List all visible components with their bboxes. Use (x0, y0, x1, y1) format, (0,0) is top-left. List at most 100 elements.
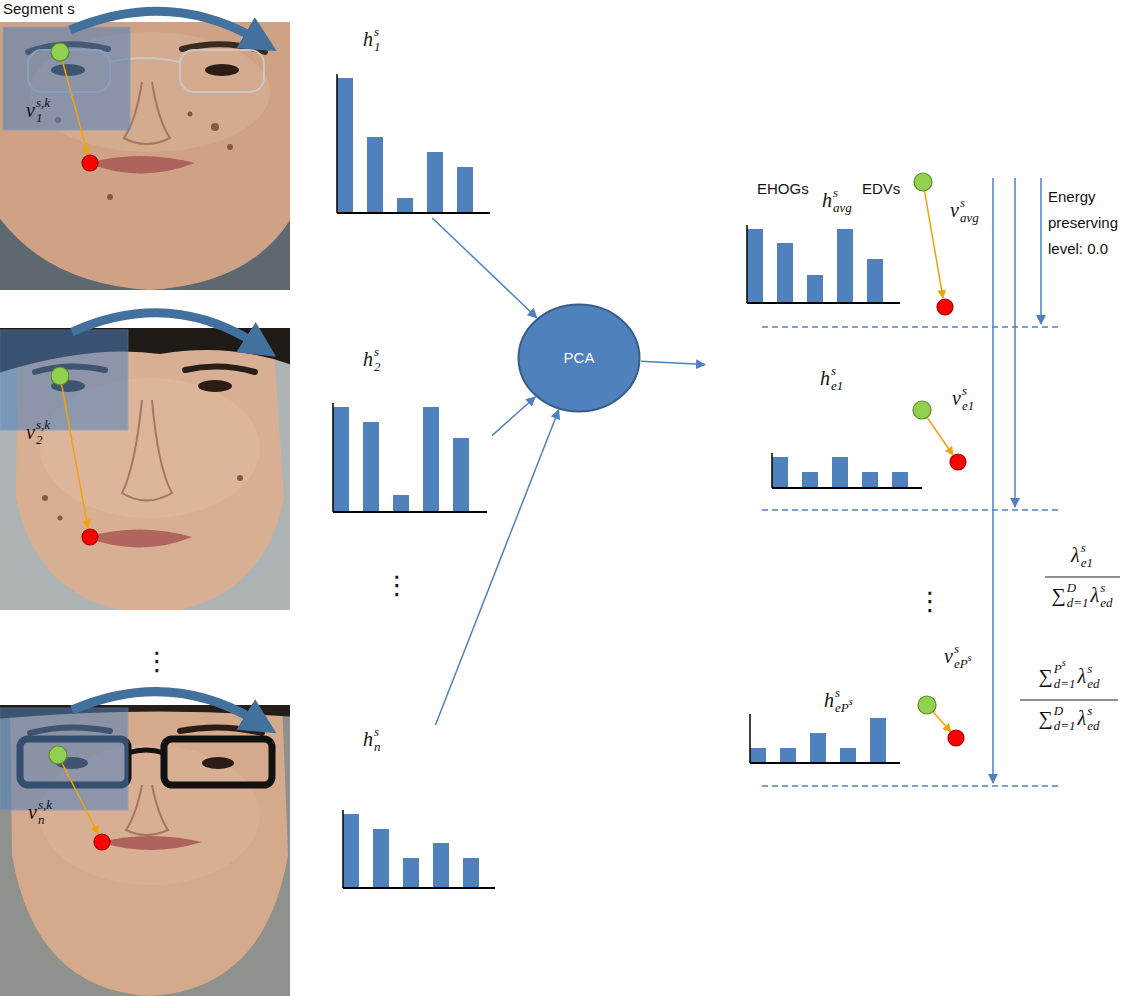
histogram-bar (337, 78, 353, 213)
eigen-vector (913, 401, 966, 470)
histogram-bar (892, 472, 908, 488)
histogram-bar (832, 457, 848, 488)
superscript: s,k (36, 96, 50, 109)
eigen-vector-part (923, 182, 943, 298)
face-photo-part-part (122, 400, 172, 501)
eigen-vector-part (937, 299, 953, 315)
subscript: e1 (831, 379, 843, 392)
superscript: D (1054, 704, 1063, 717)
face-photo-part (0, 705, 290, 996)
dashed-separator (762, 785, 1062, 786)
eigen-vector (918, 696, 964, 746)
subscript: n (38, 813, 45, 826)
histogram-axis (333, 511, 487, 513)
superscript: s (831, 364, 836, 377)
subscript: n (374, 740, 381, 753)
superscript: s (968, 653, 972, 663)
superscript: s (954, 642, 959, 655)
histogram-bar (747, 229, 763, 303)
math-symbol: h (824, 690, 834, 710)
subscript: eP (954, 657, 968, 670)
pca-shape (519, 305, 640, 412)
displacement-vector (49, 746, 110, 850)
face-photo-part-part (202, 757, 234, 769)
column-heading: EHOGs (757, 181, 809, 196)
histogram-bar (870, 718, 886, 763)
histogram-bar (867, 259, 883, 303)
face-photo-part-part (205, 64, 239, 76)
energy-note: Energy preserving level: 0.0 (1048, 184, 1118, 262)
face-photo (0, 22, 290, 290)
histogram-bar (367, 137, 383, 213)
math-symbol: λ (1078, 666, 1087, 686)
histogram-bar (777, 243, 793, 303)
face-photo-part-part (237, 475, 243, 481)
curved-arrow (70, 11, 258, 40)
face-photo-part-part (180, 50, 264, 92)
math-symbol: v (26, 422, 35, 442)
segment-title: Segment s (3, 1, 75, 16)
superscript: s,k (36, 418, 50, 431)
energy-arrow (992, 178, 994, 783)
fraction-bar (1045, 576, 1120, 577)
fraction-bar (1020, 699, 1118, 700)
math-symbol: h (363, 729, 373, 749)
histogram-bar (343, 814, 359, 888)
eigen-vector-part (950, 454, 966, 470)
segment-window (0, 330, 128, 430)
displacement-vector-part (58, 755, 98, 834)
superscript: P (1054, 662, 1062, 675)
subscript: avg (833, 201, 852, 214)
face-photo-part-part (164, 739, 272, 785)
face-photo-part-part (42, 495, 48, 501)
histogram-bar (333, 407, 349, 512)
subscript: 1 (374, 40, 381, 53)
displacement-vector-part (82, 155, 98, 171)
histogram-bar (453, 438, 469, 512)
subscript: avg (960, 211, 979, 224)
histogram-axis (772, 487, 922, 489)
connector-arrow (435, 410, 558, 725)
face-photo-part-part (0, 22, 290, 290)
histogram-axis (336, 74, 338, 213)
subscript: e1 (962, 399, 974, 412)
histogram-bar (807, 275, 823, 303)
histogram-node: hse1 (705, 352, 925, 492)
displacement-vector-part (51, 43, 69, 61)
displacement-vector-part (94, 834, 110, 850)
superscript: s,k (38, 798, 52, 811)
dashed-separator (762, 326, 1062, 327)
face-photo (0, 328, 290, 610)
histogram-bar (403, 858, 419, 888)
face-photo-part-part (10, 705, 288, 996)
face-photo-part-part (128, 750, 164, 753)
math-symbol: v (944, 646, 953, 666)
face-photo-part-part (198, 380, 232, 392)
face-photo-part-part (227, 144, 233, 150)
subscript: d=1 (1054, 677, 1076, 690)
math-symbol: v (952, 388, 961, 408)
displacement-vector-part (60, 376, 88, 528)
subscript: ed (1087, 677, 1099, 690)
histogram-axis (771, 453, 773, 488)
histogram-axis (342, 810, 344, 888)
eigen-vector (914, 173, 953, 315)
math-symbol: v (28, 802, 37, 822)
superscript: s (1087, 704, 1092, 717)
math-symbol: h (822, 190, 832, 210)
histogram-bar (837, 229, 853, 303)
displacement-vector-part (49, 746, 67, 764)
sum-symbol: ∑ (1039, 666, 1053, 686)
face-photo-part-part (16, 328, 284, 610)
subscript: e1 (1081, 556, 1093, 569)
histogram-node: hs2 (325, 345, 492, 516)
histogram-axis (337, 212, 490, 214)
histogram-bar (772, 457, 788, 488)
math-symbol: v (26, 100, 35, 120)
node-label: PCA (564, 349, 595, 367)
histogram-bar (780, 748, 796, 763)
eigen-vector-part (914, 173, 932, 191)
